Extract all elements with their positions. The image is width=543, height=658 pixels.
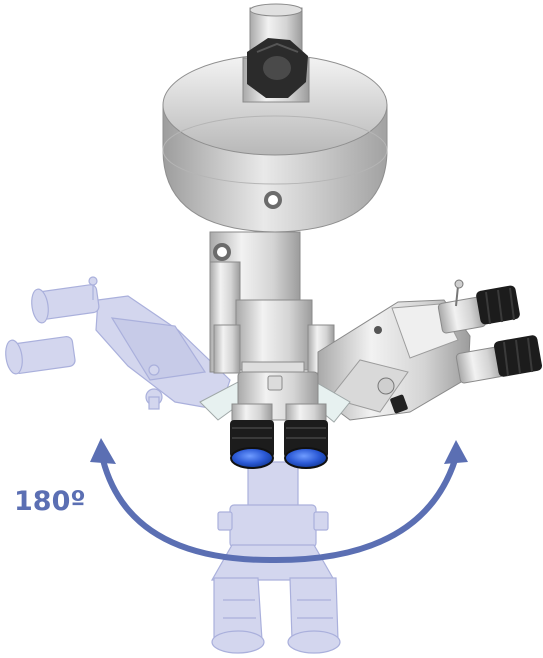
focus-knob <box>247 38 308 98</box>
assistant-binocular-right <box>317 279 542 421</box>
rotation-arrow <box>90 438 468 564</box>
arrow-head-left <box>90 438 116 464</box>
ghost-binocular-front <box>210 461 341 654</box>
ghost-binocular-left <box>5 276 231 411</box>
rotation-angle-label: 180º <box>14 486 86 517</box>
microscope-head <box>162 3 388 381</box>
arrow-head-right <box>444 440 468 464</box>
main-binocular <box>199 371 351 469</box>
